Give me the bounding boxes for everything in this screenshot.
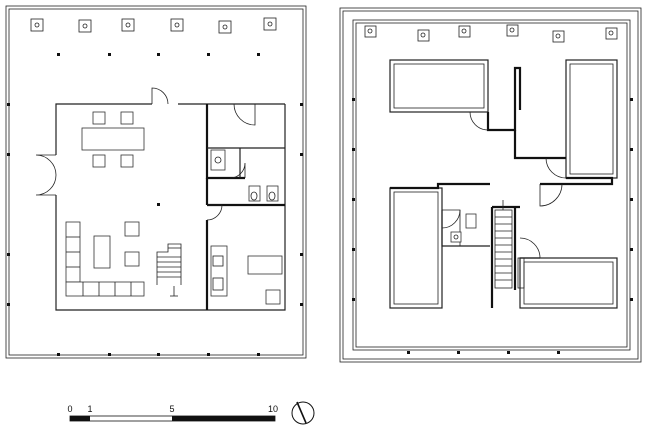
upper-bathroom-fixtures bbox=[450, 213, 477, 243]
upper-wing-top-left bbox=[389, 59, 489, 113]
ground-skylights bbox=[30, 17, 277, 34]
scale-segment-0-1 bbox=[70, 416, 90, 421]
ground-platform-outline bbox=[5, 5, 307, 359]
upper-stair bbox=[494, 200, 525, 289]
upper-skylights bbox=[364, 24, 618, 43]
upper-wing-bottom-right bbox=[519, 257, 618, 309]
ground-platform-inner-outline bbox=[8, 8, 304, 356]
ground-bathroom-fixtures bbox=[210, 149, 279, 202]
ground-stair bbox=[156, 243, 182, 297]
ground-dining-set bbox=[81, 111, 145, 168]
upper-edge-columns bbox=[352, 98, 633, 354]
upper-doors bbox=[441, 111, 567, 259]
upper-wing-bottom-left bbox=[389, 187, 443, 309]
north-arrow-icon bbox=[291, 401, 315, 425]
ground-doors bbox=[35, 87, 256, 221]
upper-platform-outline bbox=[339, 7, 642, 363]
scale-label-0: 0 bbox=[67, 404, 72, 414]
scale-label-5: 5 bbox=[169, 404, 174, 414]
scale-bar: 0 1 5 10 bbox=[67, 404, 278, 422]
scale-label-10: 10 bbox=[268, 404, 278, 414]
upper-floor-plan bbox=[339, 7, 642, 363]
scale-label-1: 1 bbox=[87, 404, 92, 414]
upper-wing-top-right bbox=[565, 59, 618, 179]
ground-floor-plan bbox=[5, 5, 307, 359]
scale-segment-5-10 bbox=[172, 416, 275, 421]
ground-living-seating bbox=[65, 221, 145, 297]
ground-columns bbox=[7, 53, 303, 356]
upper-core-walls bbox=[390, 66, 614, 308]
ground-kitchen bbox=[210, 245, 283, 305]
